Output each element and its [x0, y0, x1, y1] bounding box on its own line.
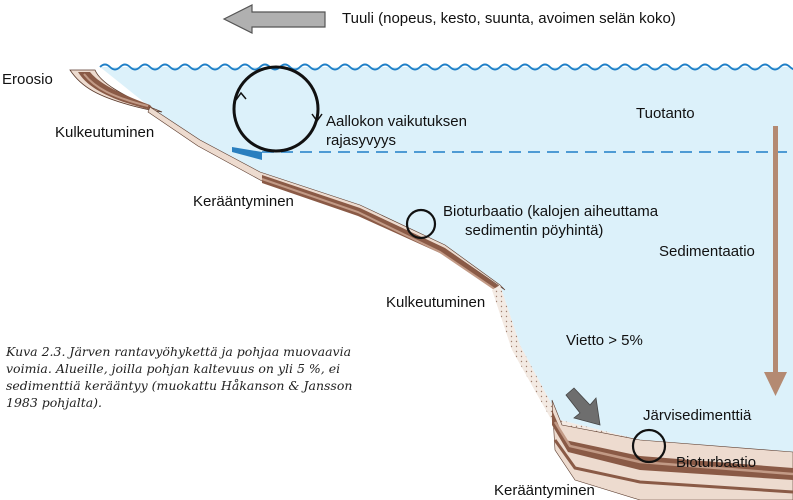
transport-lower-label: Kulkeutuminen	[386, 294, 485, 311]
wave-depth-label-line2: rajasyvyys	[326, 132, 396, 149]
accumulation-lower-label: Kerääntyminen	[494, 482, 595, 499]
bioturbation-circle-icon	[405, 208, 437, 240]
production-label: Tuotanto	[636, 105, 695, 122]
water-body	[100, 67, 793, 452]
sedimentation-label: Sedimentaatio	[659, 243, 755, 260]
basin-sediment	[551, 399, 793, 500]
wave-depth-label-line1: Aallokon vaikutuksen	[326, 113, 467, 130]
upper-shelf-sediment	[147, 106, 506, 292]
transport-upper-label: Kulkeutuminen	[55, 124, 154, 141]
bioturbation-lower-circle-icon	[631, 428, 667, 464]
lake-sediment-label: Järvisedimenttiä	[643, 407, 752, 424]
bioturbation-lower-label: Bioturbaatio	[676, 454, 756, 471]
bioturbation-label-line2: sedimentin pöyhintä)	[465, 222, 603, 239]
water-surface-wave	[99, 63, 793, 71]
wind-arrow-icon	[222, 4, 326, 34]
bioturbation-label-line1: Bioturbaatio (kalojen aiheuttama	[443, 203, 659, 220]
erosion-bank	[69, 69, 163, 113]
wind-label: Tuuli (nopeus, kesto, suunta, avoimen se…	[342, 10, 676, 27]
slide-arrow-icon	[565, 387, 601, 426]
slope-label: Vietto > 5%	[566, 332, 643, 349]
slope-dotted-sediment	[492, 285, 640, 446]
wave-circulation-icon	[232, 65, 323, 153]
figure-caption: Kuva 2.3. Järven rantavyöhykettä ja pohj…	[6, 344, 353, 410]
sedimentation-arrow-icon	[764, 126, 787, 396]
accumulation-upper-label: Kerääntyminen	[193, 193, 294, 210]
erosion-label: Eroosio	[2, 71, 53, 88]
